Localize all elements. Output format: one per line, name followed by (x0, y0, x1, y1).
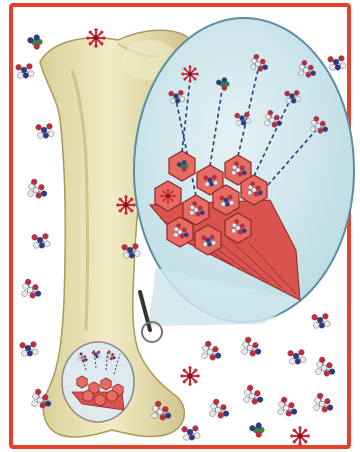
molecule (181, 65, 198, 82)
small-magnified-view (62, 342, 134, 422)
molecule (86, 28, 105, 47)
molecule (160, 188, 175, 203)
molecule (290, 426, 309, 445)
magnified-view (134, 18, 354, 326)
molecule (180, 366, 199, 385)
molecule (116, 195, 135, 214)
